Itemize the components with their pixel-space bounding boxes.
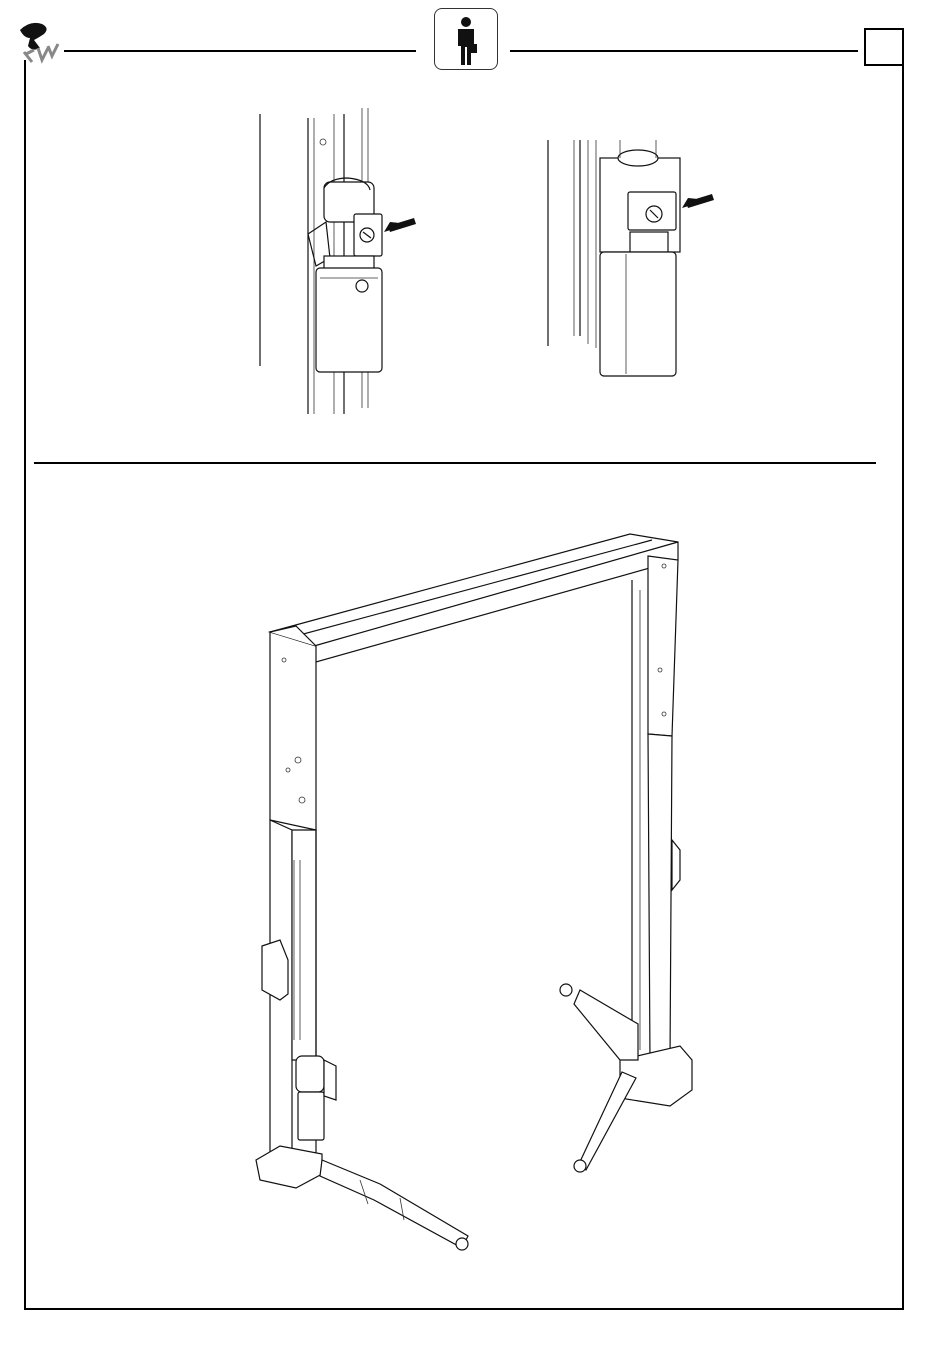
section-divider: [34, 462, 876, 464]
figure-two-post-lift: [240, 520, 710, 1270]
header-rule-right: [510, 50, 858, 52]
header-rule-left: [64, 50, 416, 52]
figure-power-unit-left: [250, 108, 430, 418]
figure-power-unit-right: [540, 134, 720, 384]
